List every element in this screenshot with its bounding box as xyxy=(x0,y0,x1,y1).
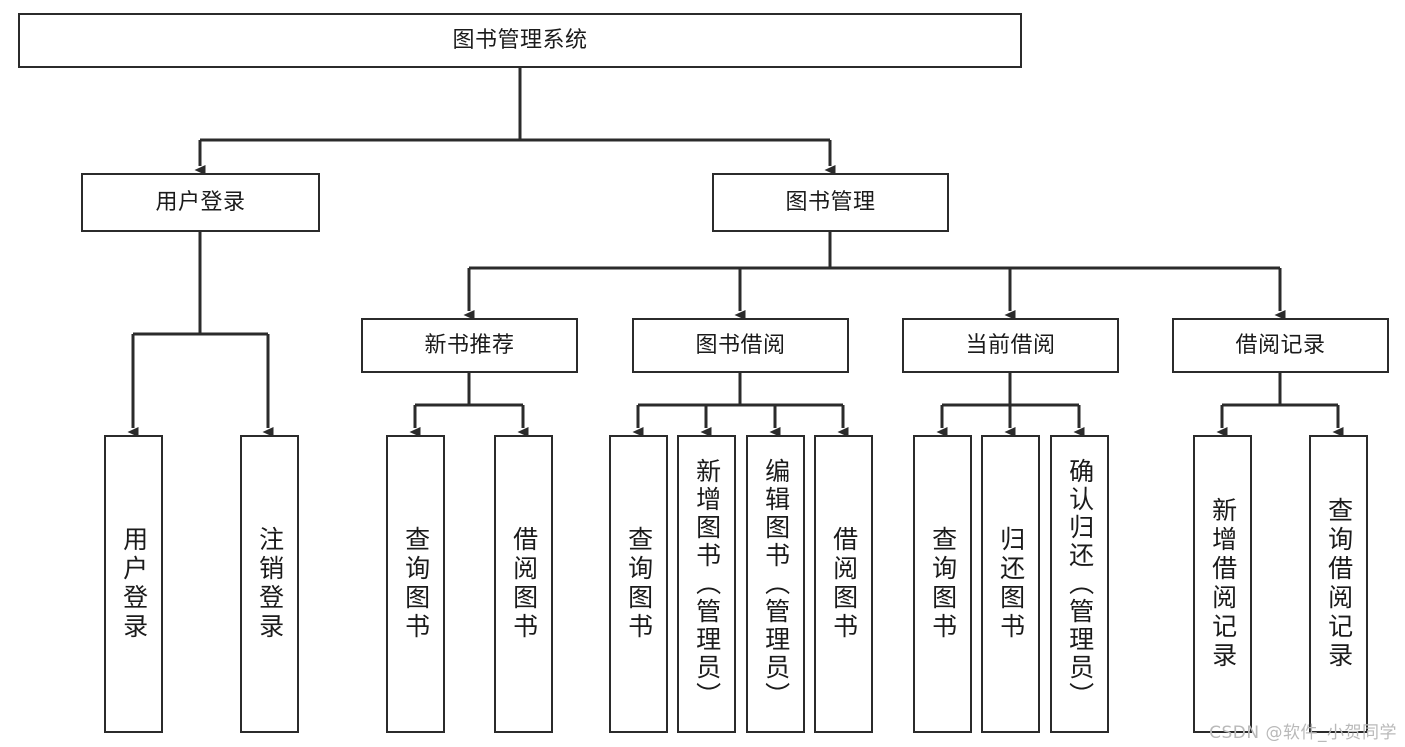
node-label: 借阅图书 xyxy=(509,526,539,642)
leaf-query-book-recommend[interactable]: 查询图书 xyxy=(386,435,445,733)
leaf-borrow-book-borrow[interactable]: 借阅图书 xyxy=(814,435,873,733)
node-borrow-record[interactable]: 借阅记录 xyxy=(1172,318,1389,373)
node-book-management[interactable]: 图书管理 xyxy=(712,173,949,232)
node-label: 查询图书 xyxy=(928,526,958,642)
node-label: 用户登录 xyxy=(119,526,149,642)
node-root-book-management-system[interactable]: 图书管理系统 xyxy=(18,13,1022,68)
leaf-borrow-book-recommend[interactable]: 借阅图书 xyxy=(494,435,553,733)
node-label: 查询图书 xyxy=(624,526,654,642)
node-label: 确认归还（管理员） xyxy=(1065,458,1095,710)
leaf-edit-book-admin[interactable]: 编辑图书（管理员） xyxy=(746,435,805,733)
node-label: 借阅记录 xyxy=(1235,332,1326,358)
leaf-return-book[interactable]: 归还图书 xyxy=(981,435,1040,733)
node-label: 当前借阅 xyxy=(965,332,1056,358)
leaf-query-book-current[interactable]: 查询图书 xyxy=(913,435,972,733)
node-label: 新增图书（管理员） xyxy=(692,458,722,710)
leaf-user-login[interactable]: 用户登录 xyxy=(104,435,163,733)
node-label: 图书管理系统 xyxy=(452,27,588,53)
leaf-add-borrow-record[interactable]: 新增借阅记录 xyxy=(1193,435,1252,733)
node-label: 图书借阅 xyxy=(695,332,786,358)
node-label: 新书推荐 xyxy=(424,332,515,358)
node-label: 查询借阅记录 xyxy=(1324,497,1354,671)
leaf-confirm-return-admin[interactable]: 确认归还（管理员） xyxy=(1050,435,1109,733)
leaf-query-book-borrow[interactable]: 查询图书 xyxy=(609,435,668,733)
node-user-login[interactable]: 用户登录 xyxy=(81,173,320,232)
leaf-logout-login[interactable]: 注销登录 xyxy=(240,435,299,733)
node-label: 归还图书 xyxy=(996,526,1026,642)
node-label: 新增借阅记录 xyxy=(1208,497,1238,671)
csdn-watermark: CSDN @软件_小贺同学 xyxy=(1209,723,1397,743)
node-label: 编辑图书（管理员） xyxy=(761,458,791,710)
leaf-query-borrow-record[interactable]: 查询借阅记录 xyxy=(1309,435,1368,733)
node-label: 查询图书 xyxy=(401,526,431,642)
node-label: 图书管理 xyxy=(785,189,876,215)
node-current-borrow[interactable]: 当前借阅 xyxy=(902,318,1119,373)
node-label: 注销登录 xyxy=(255,526,285,642)
node-label: 借阅图书 xyxy=(829,526,859,642)
node-new-book-recommend[interactable]: 新书推荐 xyxy=(361,318,578,373)
node-label: 用户登录 xyxy=(155,189,246,215)
leaf-add-book-admin[interactable]: 新增图书（管理员） xyxy=(677,435,736,733)
node-book-borrow[interactable]: 图书借阅 xyxy=(632,318,849,373)
